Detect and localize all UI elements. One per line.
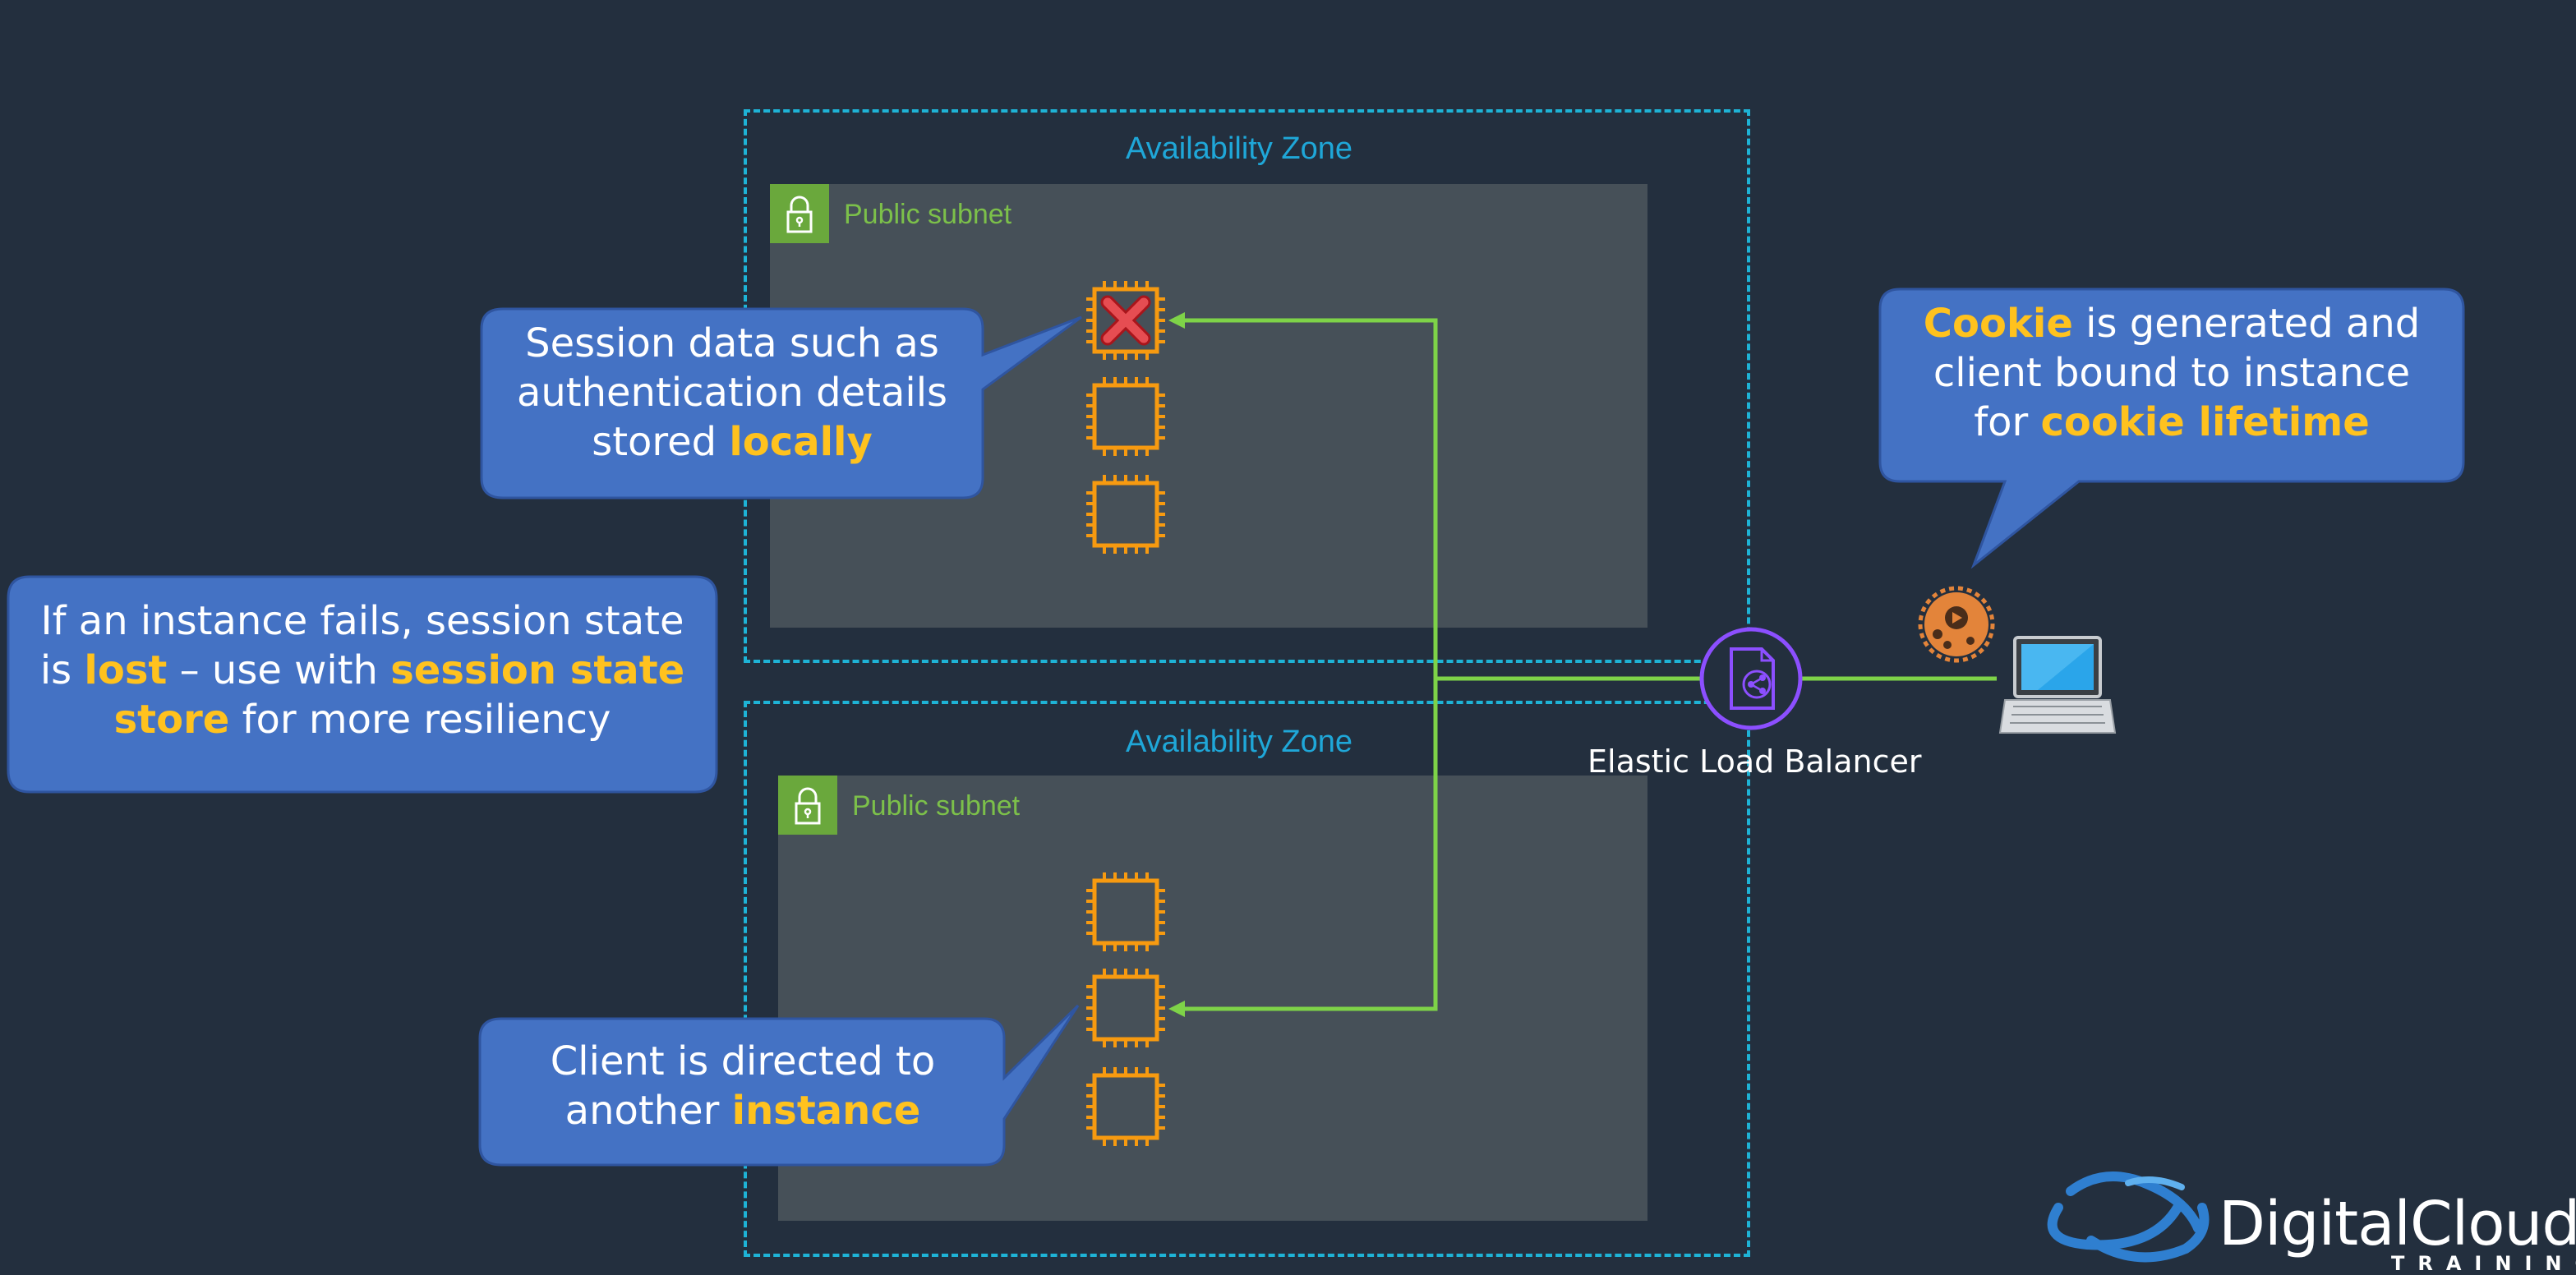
callout-session-line1: Session data such as — [525, 320, 939, 366]
connector-lines — [1179, 318, 1997, 1011]
callout-session-line3: stored locally — [592, 419, 873, 465]
cookie-icon — [1918, 586, 1995, 663]
callout-session-text: Session data such as authentication deta… — [490, 319, 975, 467]
callout-client-line1: Client is directed to — [550, 1038, 936, 1084]
arrow-head-top — [1168, 312, 1185, 329]
callout-cookie-text: Cookie is generated and client bound to … — [1888, 299, 2455, 447]
callout-cookie-line1: Cookie is generated and — [1923, 301, 2421, 347]
elastic-load-balancer-icon — [1699, 627, 1803, 730]
callout-fail-text: If an instance fails, session state is l… — [12, 596, 713, 744]
callout-shape-session — [480, 307, 1082, 499]
callout-session-line2: authentication details — [516, 370, 948, 416]
ec2-instance-icon — [1086, 1067, 1165, 1146]
logo-wordmark: DigitalCloud — [2219, 1189, 2576, 1259]
arrow-head-bottom — [1168, 1001, 1185, 1017]
callout-fail-line3: store for more resiliency — [113, 697, 611, 743]
az-label-1: Availability Zone — [1126, 131, 1353, 166]
ec2-instance-icon — [1086, 377, 1165, 456]
failed-x-icon — [1100, 295, 1151, 346]
digitalcloud-logo — [2047, 1171, 2210, 1263]
ec2-instance-icon — [1086, 969, 1165, 1047]
callout-client-text: Client is directed to another instance — [490, 1037, 996, 1135]
elb-label: Elastic Load Balancer — [1588, 743, 1922, 780]
lock-icon — [770, 184, 829, 243]
logo-subtitle: TRAINING — [2391, 1252, 2576, 1275]
ec2-instance-icon — [1086, 475, 1165, 554]
callout-shape-cookie — [1878, 288, 2465, 569]
ec2-instance-icon — [1086, 872, 1165, 951]
callout-fail-line2: is lost – use with session state — [39, 647, 685, 693]
callout-client-line2: another instance — [565, 1088, 921, 1134]
lock-icon — [778, 776, 837, 835]
laptop-icon — [1998, 636, 2117, 734]
subnet-label-1: Public subnet — [844, 199, 1012, 230]
az-label-2: Availability Zone — [1126, 725, 1353, 759]
callout-cookie-line3: for cookie lifetime — [1974, 399, 2370, 445]
availability-zone-2 — [744, 701, 1750, 1257]
callout-shape-fail — [7, 575, 718, 794]
callout-fail-line1: If an instance fails, session state — [40, 598, 684, 644]
callout-shape-client — [478, 1004, 1080, 1167]
subnet-label-2: Public subnet — [852, 790, 1021, 822]
callout-cookie-line2: client bound to instance — [1933, 350, 2411, 396]
